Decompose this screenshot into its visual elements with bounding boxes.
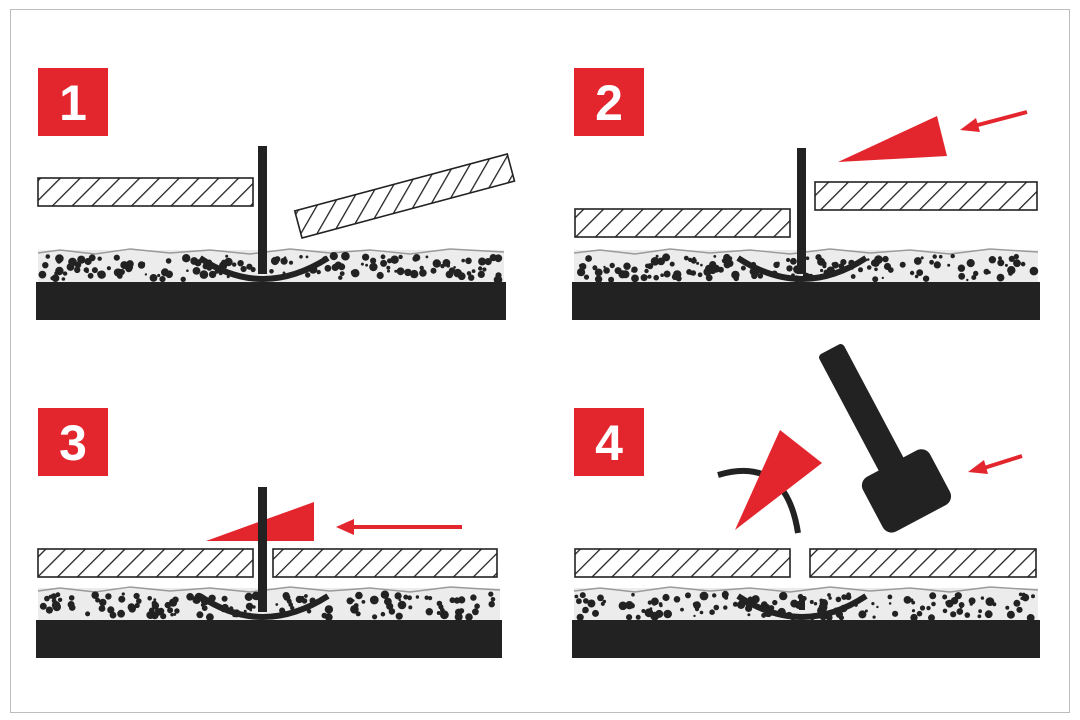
tile-left bbox=[37, 177, 254, 207]
clip-stem bbox=[797, 148, 806, 274]
step-4-badge: 4 bbox=[574, 408, 644, 476]
step-1-badge: 1 bbox=[38, 68, 108, 136]
step-badge-bg bbox=[38, 408, 108, 476]
tile-left bbox=[37, 548, 254, 578]
tile-right bbox=[272, 548, 498, 578]
step-3-panel: 3 bbox=[36, 408, 502, 658]
tile-right bbox=[814, 181, 1038, 211]
clip-stub bbox=[799, 596, 805, 610]
clip-base bbox=[736, 593, 868, 620]
clip-base bbox=[198, 255, 330, 282]
clip-base bbox=[198, 593, 330, 620]
clip-stem bbox=[258, 146, 267, 274]
step-number: 1 bbox=[59, 75, 87, 131]
tile-left bbox=[574, 208, 791, 238]
step-number: 2 bbox=[595, 75, 623, 131]
step-1-panel: 1 bbox=[36, 68, 516, 320]
step-badge-bg bbox=[574, 408, 644, 476]
step-number: 4 bbox=[595, 415, 623, 471]
step-badge-bg bbox=[574, 68, 644, 136]
floor-base bbox=[36, 282, 506, 320]
step-3-badge: 3 bbox=[38, 408, 108, 476]
clip-stem-front bbox=[258, 487, 267, 557]
adhesive-layer bbox=[573, 586, 1039, 622]
step-badge-bg bbox=[38, 68, 108, 136]
step-4-panel: 4 bbox=[572, 344, 1040, 658]
diagram-frame bbox=[10, 9, 1070, 713]
tile-left bbox=[574, 548, 791, 578]
floor-base bbox=[572, 620, 1040, 658]
step-2-badge: 2 bbox=[574, 68, 644, 136]
wedge-icon bbox=[735, 430, 822, 530]
arrow-left-icon bbox=[336, 519, 462, 535]
arrow-left-icon bbox=[968, 454, 1023, 474]
step-2-panel: 2 bbox=[572, 68, 1040, 320]
floor-base bbox=[36, 620, 502, 658]
mallet-icon bbox=[819, 344, 952, 533]
tile-right bbox=[809, 548, 1037, 578]
tile-right-tilted bbox=[293, 153, 516, 239]
clip-base bbox=[736, 255, 868, 282]
wedge-icon bbox=[838, 116, 947, 162]
arrow-left-icon bbox=[960, 110, 1028, 132]
floor-base bbox=[572, 282, 1040, 320]
step-number: 3 bbox=[59, 415, 87, 471]
